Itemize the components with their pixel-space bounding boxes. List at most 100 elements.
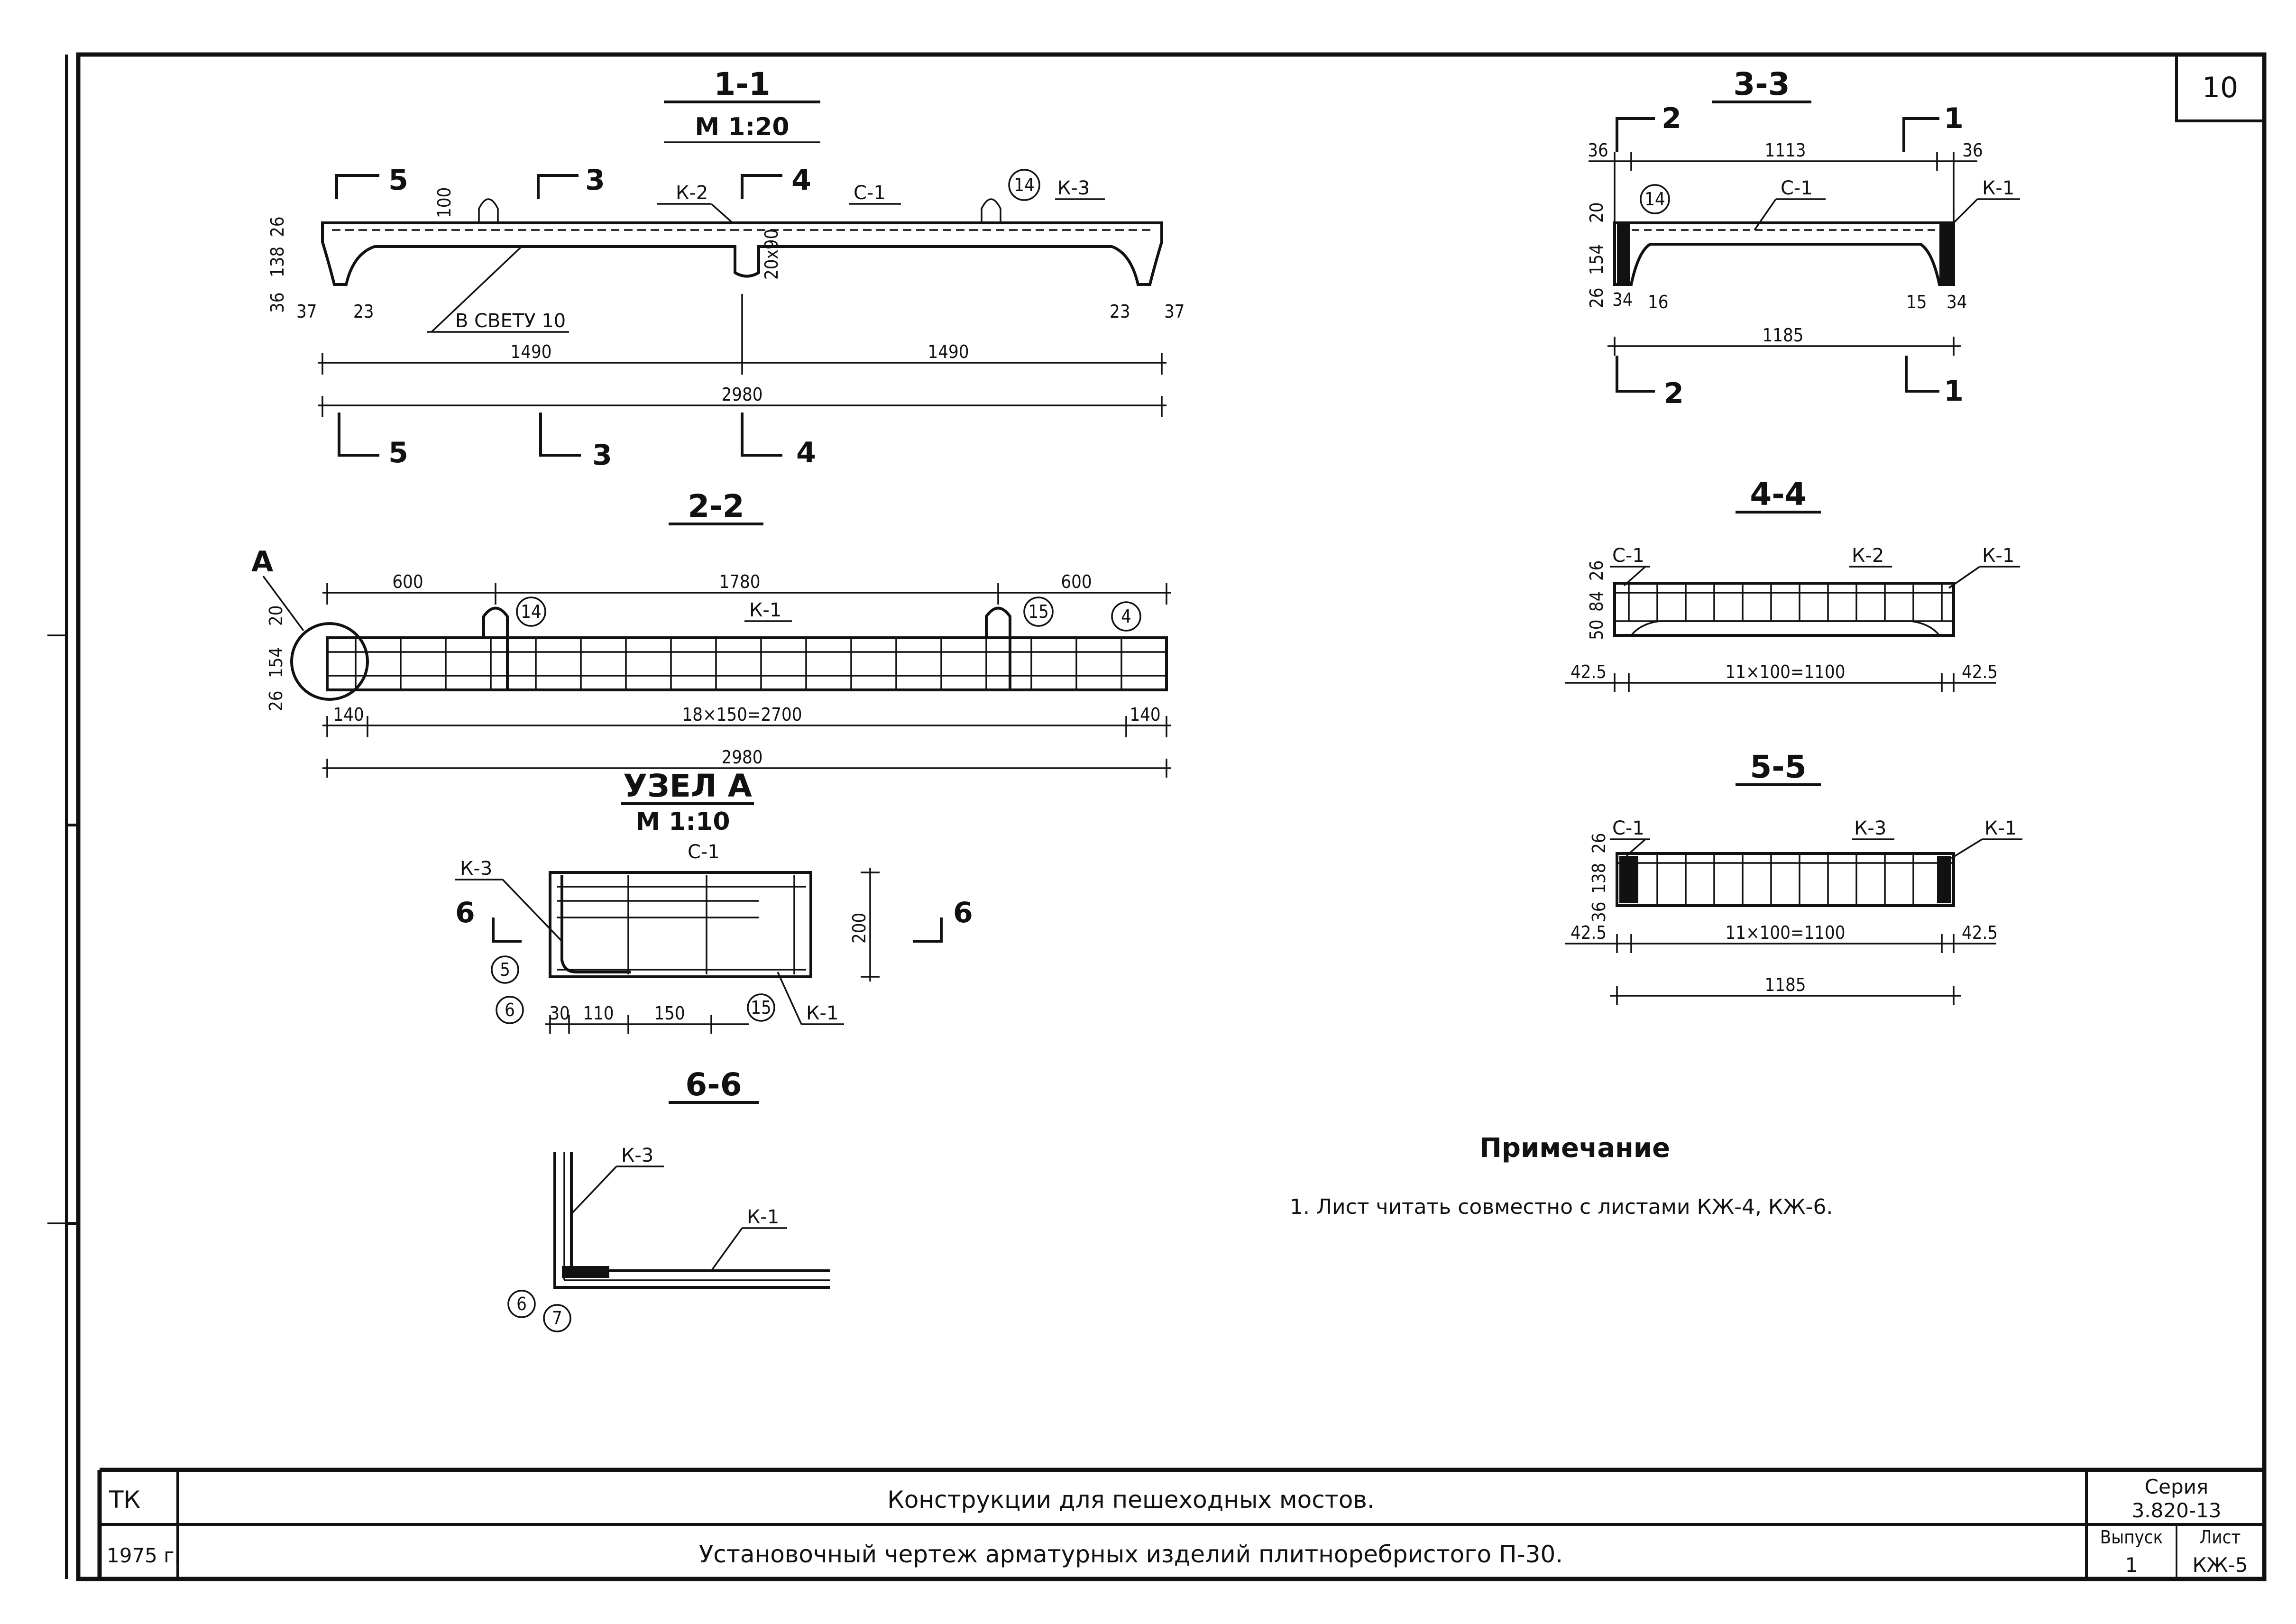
sheet-label: Лист xyxy=(2200,1527,2241,1548)
section-title: 2-2 xyxy=(688,488,744,524)
dim: 18×150=2700 xyxy=(682,704,802,725)
dim: 34 xyxy=(1947,292,1967,312)
section-scale: М 1:10 xyxy=(635,807,730,836)
dim: 1490 xyxy=(928,341,969,362)
position-marker: 15 xyxy=(1028,601,1049,622)
dim: 26 xyxy=(266,691,286,712)
position-marker: 5 xyxy=(500,959,510,980)
label-k1: К-1 xyxy=(1984,817,2017,839)
label-k3: К-3 xyxy=(621,1145,653,1166)
dim: 1490 xyxy=(511,341,552,362)
section-title: 4-4 xyxy=(1750,476,1806,513)
label-k1: К-1 xyxy=(749,599,781,621)
label-k3: К-3 xyxy=(460,858,492,880)
section-title: 6-6 xyxy=(685,1066,742,1103)
dim: 37 xyxy=(1164,301,1185,322)
position-marker: 6 xyxy=(516,1294,527,1314)
label-k1: К-1 xyxy=(1982,177,2014,199)
section-1-1: 1-1 М 1:20 5 3 4 5 3 4 К-2 С-1 14 К-3 xyxy=(267,66,1185,472)
dim: 20 xyxy=(1586,202,1607,223)
node-a-callout xyxy=(290,622,369,701)
detail-node-a: УЗЕЛ А М 1:10 С-1 К-3 6 6 5 6 15 К-1 xyxy=(455,768,973,1034)
label-k3: К-3 xyxy=(1057,177,1090,199)
org-code: ТК xyxy=(109,1486,140,1514)
year: 1975 г. xyxy=(107,1544,181,1567)
position-marker: 4 xyxy=(1121,606,1131,627)
position-marker: 14 xyxy=(1644,189,1665,210)
cut-mark: 3 xyxy=(585,164,605,197)
dim: 138 xyxy=(1589,863,1609,894)
dim: 20 xyxy=(266,606,286,626)
position-marker: 6 xyxy=(505,1000,515,1020)
dim: 23 xyxy=(353,301,374,322)
dim: 1185 xyxy=(1763,325,1804,346)
cut-mark: 4 xyxy=(796,436,816,469)
node-label: А xyxy=(251,545,274,578)
label-k1: К-1 xyxy=(806,1002,838,1024)
dim: 11×100=1100 xyxy=(1725,661,1845,682)
dim: 1185 xyxy=(1765,974,1806,995)
dim: 30 xyxy=(549,1003,570,1024)
dim: 140 xyxy=(1130,704,1160,725)
dim: 2980 xyxy=(722,747,763,768)
cut-mark: 2 xyxy=(1664,377,1684,410)
label-c1: С-1 xyxy=(1781,177,1813,199)
cut-mark: 4 xyxy=(791,164,811,197)
dim: 50 xyxy=(1586,620,1607,641)
dim: 26 xyxy=(267,217,288,238)
label-k2: К-2 xyxy=(676,182,708,204)
dim: 36 xyxy=(267,293,288,313)
section-scale: М 1:20 xyxy=(695,113,789,141)
section-3-3: 3-3 2 1 2 1 14 С-1 К-1 36 1113 36 20 154… xyxy=(1586,66,2020,410)
section-title: 5-5 xyxy=(1750,749,1806,785)
dim: 140 xyxy=(333,704,364,725)
position-marker: 15 xyxy=(751,997,771,1018)
dim: 26 xyxy=(1586,288,1607,309)
note-block: Примечание 1. Лист читать совместно с ли… xyxy=(1290,1133,1833,1219)
dim: 600 xyxy=(1061,571,1092,592)
title-sub: Установочный чертеж арматурных изделий п… xyxy=(699,1541,1563,1568)
issue-value: 1 xyxy=(2125,1553,2138,1577)
note-text: 1. Лист читать совместно с листами КЖ-4,… xyxy=(1290,1195,1833,1219)
dim: 1780 xyxy=(719,571,761,592)
series-label: Серия xyxy=(2145,1475,2208,1498)
dim: 15 xyxy=(1906,292,1927,312)
dim: 37 xyxy=(296,301,317,322)
section-title: 1-1 xyxy=(714,66,770,102)
cut-mark: 6 xyxy=(953,896,973,929)
dim: 2980 xyxy=(722,384,763,405)
cut-mark: 6 xyxy=(455,896,475,929)
dim: 200 xyxy=(849,913,870,944)
dim: 23 xyxy=(1110,301,1130,322)
dim: 42.5 xyxy=(1962,922,1998,943)
dim: 42.5 xyxy=(1570,661,1607,682)
dim: 42.5 xyxy=(1962,661,1998,682)
dim: 42.5 xyxy=(1570,922,1607,943)
section-6-6: 6-6 К-3 К-1 6 7 xyxy=(507,1066,830,1332)
section-title: УЗЕЛ А xyxy=(623,768,752,804)
section-5-5: 5-5 С-1 К-3 К-1 26 138 36 xyxy=(1565,749,2022,1005)
stirrups xyxy=(355,638,1122,690)
position-marker: 14 xyxy=(1014,174,1035,195)
dim: 1113 xyxy=(1765,140,1806,161)
dim: 11×100=1100 xyxy=(1725,922,1845,943)
position-marker: 7 xyxy=(552,1308,562,1329)
label-k1: К-1 xyxy=(747,1206,779,1228)
cut-mark: 1 xyxy=(1944,102,1964,135)
sheet-frame: 10 xyxy=(47,52,2267,1581)
title-block: ТК 1975 г. Конструкции для пешеходных мо… xyxy=(97,1468,2264,1579)
dim: 36 xyxy=(1962,140,1983,161)
stirrups xyxy=(1656,853,1914,906)
label-k2: К-2 xyxy=(1852,545,1884,567)
cut-mark: 2 xyxy=(1662,102,1681,135)
dim: 34 xyxy=(1612,289,1633,310)
section-2-2: 2-2 А 14 xyxy=(251,488,1171,778)
dim: 16 xyxy=(1648,292,1669,312)
dim: 110 xyxy=(583,1003,614,1024)
title-main: Конструкции для пешеходных мостов. xyxy=(887,1486,1375,1514)
label-c1: С-1 xyxy=(1612,545,1644,567)
series-value: 3.820-13 xyxy=(2132,1499,2222,1522)
dim: 138 xyxy=(267,247,288,277)
cut-mark: 5 xyxy=(388,436,408,469)
